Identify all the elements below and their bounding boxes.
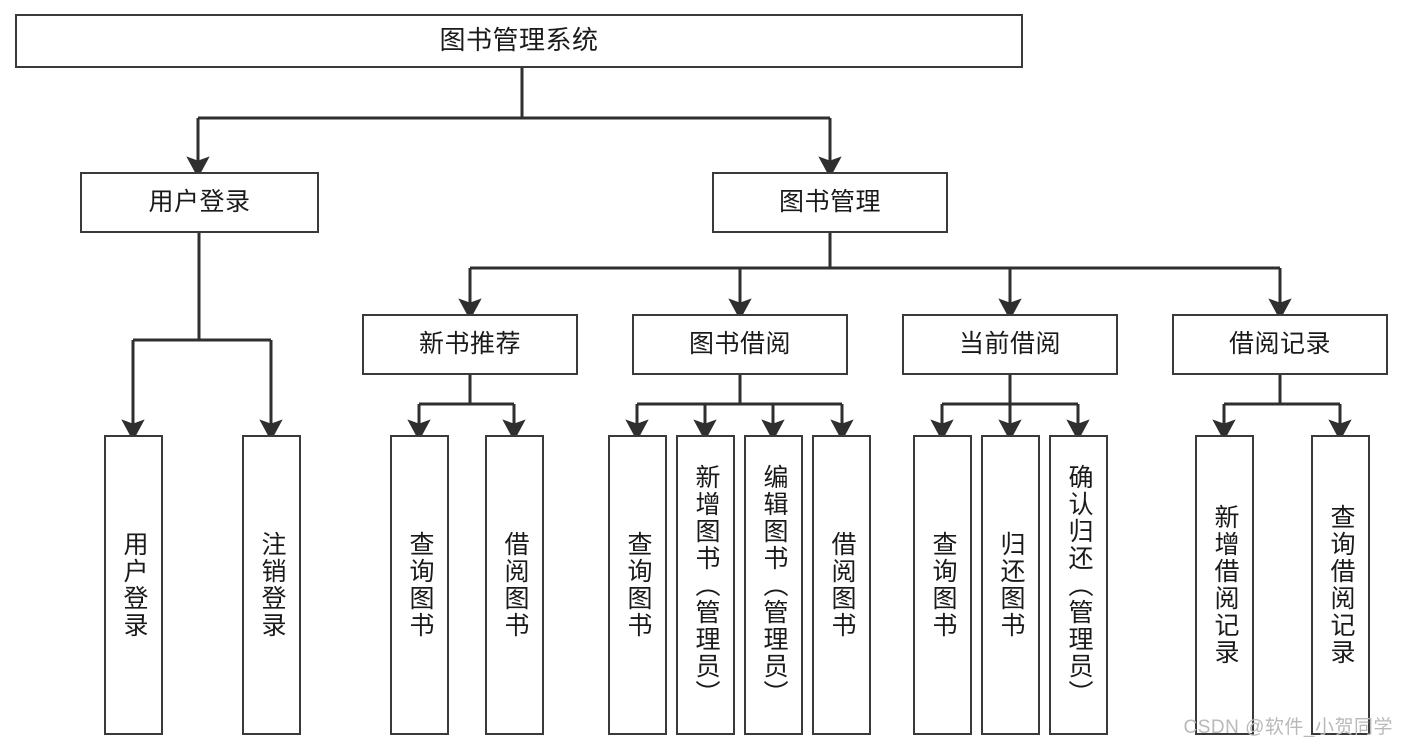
node-leaf-confirm-return[interactable]: 确认归还（管理员） — [1049, 435, 1108, 735]
node-leaf-query-book-2[interactable]: 查询图书 — [608, 435, 667, 735]
node-label: 查询图书 — [929, 531, 957, 639]
node-label: 新增借阅记录 — [1211, 504, 1239, 666]
node-label: 新增图书（管理员） — [692, 463, 720, 707]
node-user-login[interactable]: 用户登录 — [80, 172, 319, 233]
node-leaf-add-record[interactable]: 新增借阅记录 — [1195, 435, 1254, 735]
node-new-book-recommend[interactable]: 新书推荐 — [362, 314, 578, 375]
node-current-borrow[interactable]: 当前借阅 — [902, 314, 1118, 375]
node-label: 借阅图书 — [828, 531, 856, 639]
node-leaf-query-record[interactable]: 查询借阅记录 — [1311, 435, 1370, 735]
node-book-management[interactable]: 图书管理 — [712, 172, 948, 233]
node-label: 查询图书 — [406, 531, 434, 639]
node-leaf-edit-book[interactable]: 编辑图书（管理员） — [744, 435, 803, 735]
node-leaf-borrow-book-2[interactable]: 借阅图书 — [812, 435, 871, 735]
node-label: 新书推荐 — [418, 330, 521, 359]
node-label: 借阅图书 — [501, 531, 529, 639]
node-leaf-query-book-3[interactable]: 查询图书 — [913, 435, 972, 735]
node-label: 注销登录 — [258, 531, 286, 639]
node-label: 查询借阅记录 — [1327, 504, 1355, 666]
node-label: 图书借阅 — [688, 330, 791, 359]
node-label: 用户登录 — [148, 188, 251, 217]
node-label: 图书管理系统 — [439, 25, 599, 56]
node-label: 图书管理 — [778, 188, 881, 217]
node-label: 借阅记录 — [1228, 330, 1331, 359]
node-label: 查询图书 — [624, 531, 652, 639]
node-leaf-borrow-book-1[interactable]: 借阅图书 — [485, 435, 544, 735]
node-label: 当前借阅 — [958, 330, 1061, 359]
node-label: 确认归还（管理员） — [1065, 463, 1093, 707]
node-leaf-logout[interactable]: 注销登录 — [242, 435, 301, 735]
node-leaf-add-book[interactable]: 新增图书（管理员） — [676, 435, 735, 735]
node-root-book-management-system[interactable]: 图书管理系统 — [15, 14, 1023, 68]
node-label: 归还图书 — [997, 531, 1025, 639]
node-leaf-user-login[interactable]: 用户登录 — [104, 435, 163, 735]
node-label: 编辑图书（管理员） — [760, 463, 788, 707]
node-label: 用户登录 — [120, 531, 148, 639]
node-leaf-query-book-1[interactable]: 查询图书 — [390, 435, 449, 735]
node-borrow-record[interactable]: 借阅记录 — [1172, 314, 1388, 375]
node-book-borrow[interactable]: 图书借阅 — [632, 314, 848, 375]
node-leaf-return-book[interactable]: 归还图书 — [981, 435, 1040, 735]
